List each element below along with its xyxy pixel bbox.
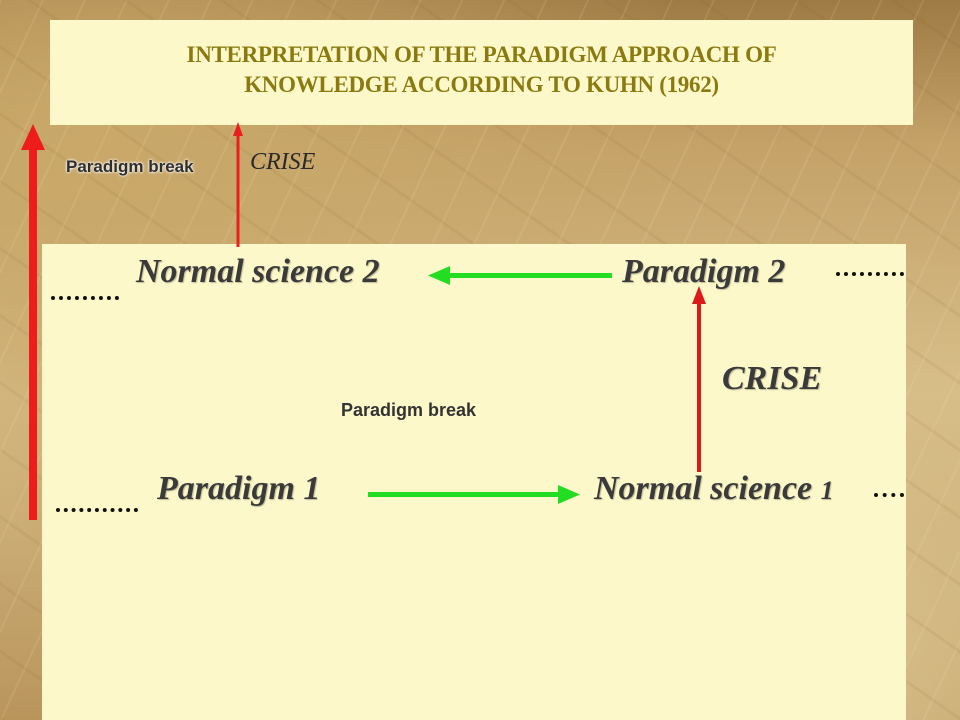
middle-crise-arrow <box>692 286 706 472</box>
paradigm-break-top-label: Paradigm break <box>66 157 194 176</box>
title-panel <box>50 20 913 125</box>
slide-title-line-2: KNOWLEDGE ACCORDING TO KUHN (1962) <box>244 72 719 97</box>
dotted-continuation-right-bottom <box>874 493 904 497</box>
paradigm-2-label: Paradigm 2 <box>622 253 786 290</box>
normal-science-1-label: Normal science 1 <box>594 470 834 508</box>
normal-science-1-text: Normal science <box>594 470 821 507</box>
green-arrow-to-normal-science-2 <box>428 266 612 285</box>
dotted-continuation-left-bottom <box>56 508 138 512</box>
normal-science-1-number: 1 <box>820 476 834 505</box>
dotted-continuation-right-top <box>836 272 904 276</box>
green-arrow-to-normal-science-1 <box>368 485 580 504</box>
paradigm-1-label: Paradigm 1 <box>157 470 321 507</box>
paradigm-break-middle-label: Paradigm break <box>341 400 477 420</box>
crise-middle-label: CRISE <box>722 360 823 397</box>
slide-title: INTERPRETATION OF THE PARADIGM APPROACH … <box>50 40 913 100</box>
crise-top-label: CRISE <box>250 149 316 175</box>
dotted-continuation-left-top <box>51 296 119 300</box>
top-crise-arrow <box>233 122 243 247</box>
left-red-arrow <box>21 124 45 520</box>
diagram-panel <box>42 244 906 720</box>
slide-title-line-1: INTERPRETATION OF THE PARADIGM APPROACH … <box>186 42 777 67</box>
normal-science-2-label: Normal science 2 <box>136 253 380 290</box>
